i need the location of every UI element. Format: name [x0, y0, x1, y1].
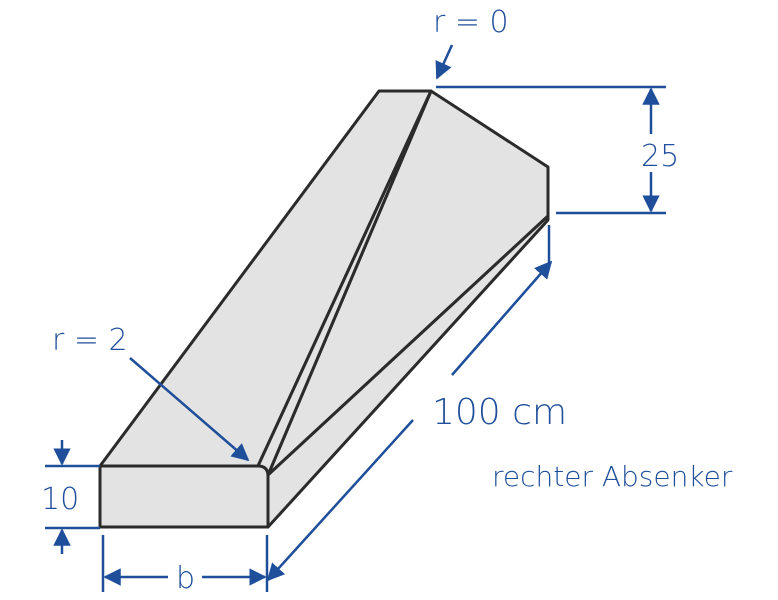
dim-length-upper	[451, 260, 553, 376]
dim-length-lower	[266, 419, 414, 582]
label-caption: rechter Absenker	[492, 460, 733, 493]
label-height-front: 10	[41, 482, 79, 517]
label-length: 100 cm	[432, 392, 567, 433]
label-radius-top: r = 0	[433, 5, 509, 40]
label-radius-front: r = 2	[52, 323, 128, 358]
right-side-face	[266, 214, 550, 529]
label-height-back: 25	[641, 139, 679, 174]
dimensions	[45, 44, 666, 592]
leader-r2	[129, 357, 250, 462]
label-width: b	[176, 561, 195, 596]
front-face	[98, 464, 270, 529]
curb-stone	[98, 89, 550, 529]
leader-r0	[435, 44, 454, 80]
